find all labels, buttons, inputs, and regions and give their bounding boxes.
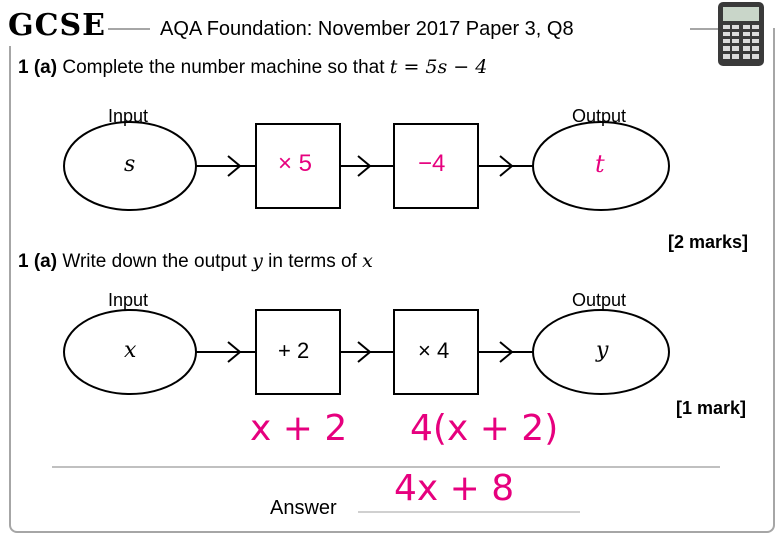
machine-1-input-label: Input — [108, 106, 149, 126]
answer-label: Answer — [270, 497, 337, 519]
machine-1-box-2: −4 — [418, 150, 446, 177]
gcse-logo: GCSE — [6, 6, 109, 46]
header-rule-right — [690, 28, 720, 30]
answer-value[interactable]: 4x + 8 — [394, 468, 515, 509]
question-2-number: 1 (a) — [18, 251, 58, 272]
handwritten-working-2: 4(x + 2) — [410, 408, 559, 449]
question-1-marks: [2 marks] — [668, 232, 749, 252]
question-1-text: 1 (a) Complete the number machine so tha… — [18, 55, 487, 80]
question-1-formula: t = 5s − 4 — [389, 56, 488, 78]
machine-1-box-1: × 5 — [278, 150, 313, 177]
question-2-prompt-mid: in terms of — [262, 251, 363, 272]
machine-2-box-2: × 4 — [418, 338, 450, 363]
machine-1-output-label: Output — [572, 106, 627, 126]
machine-2-output-label: Output — [572, 290, 627, 310]
machine-2-input-label: Input — [108, 290, 149, 310]
question-2-var-x: x — [362, 250, 373, 272]
question-2-marks: [1 mark] — [676, 398, 747, 418]
question-2-var-y: y — [252, 250, 263, 272]
question-frame — [9, 28, 775, 533]
machine-1-output-value: t — [595, 150, 605, 178]
header-rule-left — [100, 28, 150, 30]
machine-1-input-value: s — [124, 152, 136, 177]
page-title: AQA Foundation: November 2017 Paper 3, Q… — [160, 18, 574, 40]
question-1-prompt: Complete the number machine so that — [62, 57, 390, 78]
question-1-number: 1 (a) — [18, 57, 58, 78]
machine-2-input-value: x — [124, 338, 137, 363]
machine-2-box-1: + 2 — [278, 338, 310, 363]
question-2-prompt: Write down the output — [62, 251, 253, 272]
question-2-text: 1 (a) Write down the output y in terms o… — [18, 249, 373, 274]
handwritten-working-1: x + 2 — [250, 408, 348, 449]
machine-2-output-value: y — [596, 338, 609, 363]
